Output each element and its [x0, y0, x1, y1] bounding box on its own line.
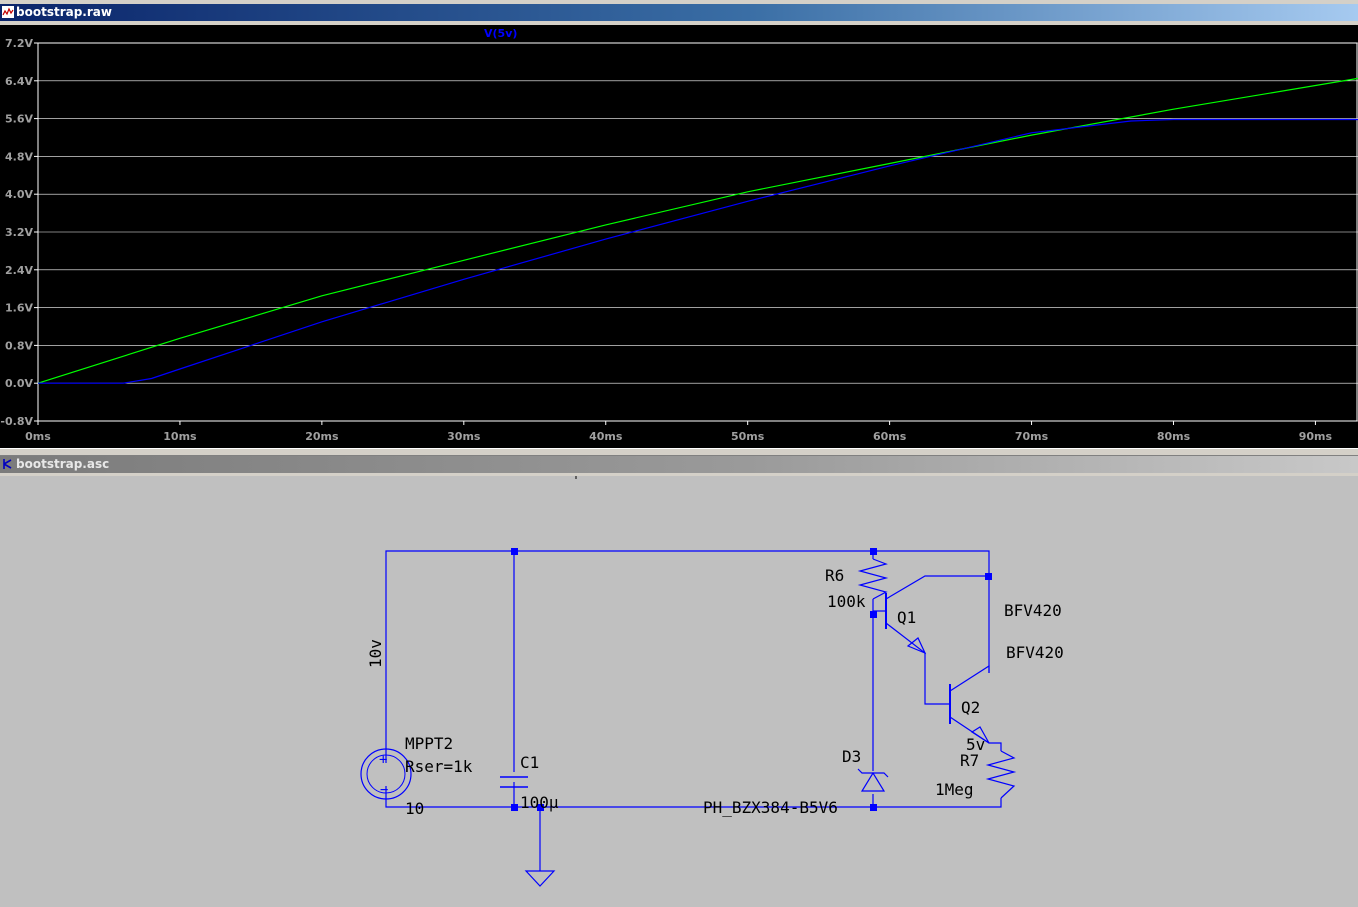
- junction-dots: [511, 548, 992, 811]
- x-tick-label: 20ms: [305, 430, 339, 443]
- y-tick-label: 5.6V: [5, 113, 33, 126]
- plot-grid: [37, 42, 1358, 422]
- axis-ticks: -0.8V 0.0V 0.8V 1.6V 2.4V 3.2V 4.0V 4.8V 5.6V 6.4…: [0, 37, 1332, 443]
- wire-q1-emitter[interactable]: [885, 622, 950, 705]
- r6-value: 100k: [827, 592, 866, 611]
- c1-value: 100µ: [520, 793, 559, 812]
- x-tick-label: 40ms: [589, 430, 623, 443]
- y-tick-label: 0.0V: [5, 377, 33, 390]
- source-value: 10: [405, 799, 424, 818]
- source-param: Rser=1k: [405, 757, 473, 776]
- schematic-title-bar[interactable]: bootstrap.asc: [0, 456, 1358, 473]
- schematic-labels: 10v MPPT2 Rser=1k 10 C1 100µ R6 100k Q1 …: [366, 566, 1064, 818]
- y-tick-label: 3.2V: [5, 226, 33, 239]
- x-tick-label: 90ms: [1299, 430, 1333, 443]
- y-tick-label: 2.4V: [5, 264, 33, 277]
- schematic-background: [0, 476, 1358, 907]
- plot-series: [37, 77, 1358, 384]
- waveform-title: bootstrap.raw: [16, 5, 112, 19]
- resistor-r7-symbol[interactable]: [985, 750, 1017, 799]
- r7-name: R7: [960, 751, 979, 770]
- wire-q1-collector[interactable]: [885, 575, 989, 600]
- x-tick-label: 30ms: [447, 430, 481, 443]
- q1-name: Q1: [897, 608, 916, 627]
- svg-text:−: −: [380, 782, 388, 798]
- q2-name: Q2: [961, 698, 980, 717]
- waveform-title-bar[interactable]: bootstrap.raw: [0, 4, 1358, 21]
- capacitor-c1-symbol[interactable]: [500, 776, 528, 788]
- x-tick-label: 10ms: [163, 430, 197, 443]
- y-tick-label: 4.8V: [5, 150, 33, 163]
- schematic-title: bootstrap.asc: [16, 457, 110, 471]
- zener-d3-symbol[interactable]: [857, 768, 889, 792]
- waveform-app-icon: [2, 6, 14, 18]
- d3-model: PH_BZX384-B5V6: [703, 798, 838, 817]
- q2-model: BFV420: [1006, 643, 1064, 662]
- r6-name: R6: [825, 566, 844, 585]
- window-separator: [0, 448, 1358, 456]
- x-tick-label: 70ms: [1015, 430, 1049, 443]
- ground-symbol[interactable]: [524, 870, 556, 887]
- wire-q2-collector[interactable]: [949, 664, 990, 692]
- wire-q2-emitter[interactable]: [949, 716, 1002, 751]
- y-tick-label: 0.8V: [5, 339, 33, 352]
- x-tick-label: 50ms: [731, 430, 765, 443]
- r7-value: 1Meg: [935, 780, 974, 799]
- voltage-source-symbol[interactable]: + −: [360, 748, 412, 800]
- trace-label-v5v[interactable]: V(5v): [484, 27, 517, 40]
- plot-background: [0, 25, 1358, 448]
- x-tick-label: 80ms: [1157, 430, 1191, 443]
- series-line-v5v: [38, 118, 1358, 384]
- series-line-second: [37, 77, 1358, 384]
- y-tick-label: 7.2V: [5, 37, 33, 50]
- q1-model: BFV420: [1004, 601, 1062, 620]
- wires: [385, 550, 1002, 871]
- d3-name: D3: [842, 747, 861, 766]
- y-tick-label: 6.4V: [5, 75, 33, 88]
- wire-bottom-rail[interactable]: [385, 786, 1002, 808]
- schematic-app-icon: [3, 459, 12, 469]
- svg-text:+: +: [379, 752, 387, 768]
- schematic-canvas[interactable]: + −: [0, 476, 1358, 907]
- transistor-q2-symbol[interactable]: [949, 684, 990, 744]
- source-voltage-label: 10v: [366, 639, 385, 668]
- schematic-window[interactable]: bootstrap.asc: [0, 456, 1358, 907]
- x-tick-label: 0ms: [25, 430, 51, 443]
- waveform-plot[interactable]: -0.8V 0.0V 0.8V 1.6V 2.4V 3.2V 4.0V 4.8V 5.6V 6.4…: [0, 25, 1358, 448]
- y-tick-label: -0.8V: [0, 415, 33, 428]
- net-label-5v[interactable]: 5v: [966, 735, 985, 754]
- c1-name: C1: [520, 753, 539, 772]
- x-tick-label: 60ms: [873, 430, 907, 443]
- waveform-window[interactable]: bootstrap.raw -0.8V 0.0V 0.8V 1.6V 2.4V 3.2V 4…: [0, 4, 1358, 448]
- y-tick-label: 4.0V: [5, 188, 33, 201]
- resistor-r6-symbol[interactable]: [857, 558, 889, 600]
- y-tick-label: 1.6V: [5, 302, 33, 315]
- wire-top-rail[interactable]: [385, 550, 990, 763]
- source-name: MPPT2: [405, 734, 453, 753]
